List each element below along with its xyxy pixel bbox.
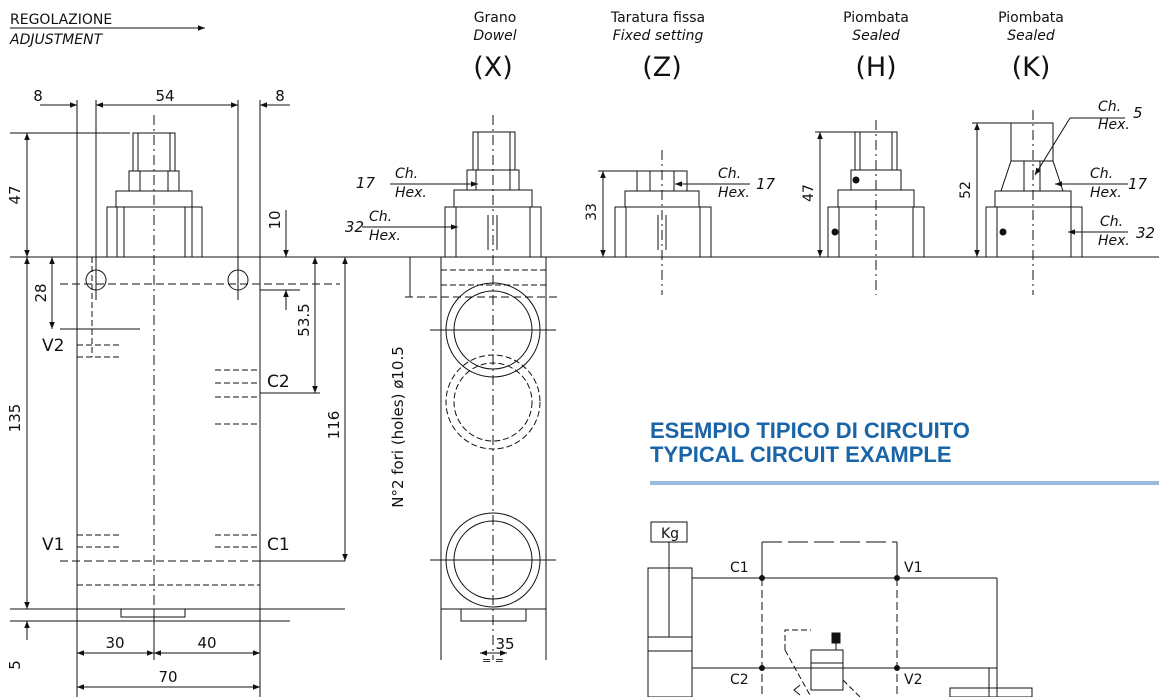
dim-53-5: 53.5: [295, 303, 313, 336]
front-body: [76, 256, 261, 610]
dim-side-left: 8: [33, 87, 43, 105]
variant-k-name-en: Sealed: [1007, 28, 1055, 44]
k-view-sealed: [972, 110, 1128, 295]
circuit-title-it: ESEMPIO TIPICO DI CIRCUITO: [650, 418, 970, 443]
circuit-title-en: TYPICAL CIRCUIT EXAMPLE: [650, 442, 952, 467]
h-view-sealed: [815, 120, 925, 295]
circuit-schematic: [647, 521, 1033, 697]
variant-h-name-it: Piombata: [843, 10, 909, 26]
z-hex-value: 17: [756, 175, 776, 193]
dim-30: 30: [105, 634, 124, 652]
dim-height-knob: 47: [6, 185, 24, 204]
variant-z-header: Taratura fissa Fixed setting (Z): [610, 10, 705, 83]
k-hex32-value: 32: [1136, 224, 1155, 242]
port-v1-label: V1: [42, 535, 64, 555]
side-hex17-ch: Ch.: [395, 166, 418, 182]
directional-valve: [949, 687, 1033, 697]
dim-40: 40: [197, 634, 216, 652]
z-hex-ch: Ch.: [718, 166, 741, 182]
dim-33: 33: [584, 203, 600, 221]
port-c1-label: C1: [267, 535, 290, 555]
side-view-dowel: [405, 115, 560, 660]
equal-marks: = =: [482, 654, 504, 667]
k-hex17-ch: Ch.: [1090, 166, 1113, 182]
circuit-c2: C2: [730, 672, 749, 688]
circuit-labels: Kg C1 V1 C2 V2: [661, 526, 922, 688]
variant-z-name-en: Fixed setting: [613, 28, 704, 44]
variant-x-code: (X): [473, 52, 513, 83]
circuit-title-rule: [650, 481, 1159, 485]
side-hex32-ch: Ch.: [369, 209, 392, 225]
side-hex32-value: 32: [345, 218, 364, 236]
dim-bottom: 5: [6, 660, 24, 670]
dim-28: 28: [32, 283, 50, 302]
dim-35: 35: [495, 635, 514, 653]
front-dimensions: [24, 102, 348, 690]
variant-k-name-it: Piombata: [998, 10, 1064, 26]
cylinder: [647, 567, 693, 697]
z-hex-hex: Hex.: [718, 185, 750, 201]
circuit-v1: V1: [904, 560, 922, 576]
front-dimension-labels: 8 54 8 47 28 135 5 10 53.5 116 30 40 70 …: [6, 87, 343, 686]
circuit-v2: V2: [904, 672, 922, 688]
port-v2-label: V2: [42, 336, 64, 356]
k-hex32-hex: Hex.: [1098, 233, 1130, 249]
variant-x-name-en: Dowel: [473, 28, 516, 44]
holes-note: N°2 fori (holes) ø10.5: [389, 346, 407, 508]
variant-z-code: (Z): [642, 52, 682, 83]
load-label: Kg: [661, 526, 679, 542]
dim-10: 10: [266, 210, 284, 229]
variant-headers: Grano Dowel (X) Taratura fissa Fixed set…: [473, 10, 1064, 83]
z-view-fixed-setting: [598, 150, 750, 295]
dim-side-right: 8: [275, 87, 285, 105]
k-view-labels: 52 Ch. Hex. 5 Ch. Hex. 17 Ch. Hex. 32: [958, 99, 1155, 249]
side-hex17-value: 17: [356, 174, 376, 192]
side-hex32-hex: Hex.: [369, 228, 401, 244]
variant-k-header: Piombata Sealed (K): [998, 10, 1064, 83]
side-view-annotations: 17 Ch. Hex. 32 Ch. Hex. N°2 fori (holes)…: [345, 166, 515, 667]
check-valve: [810, 649, 844, 691]
dim-116: 116: [325, 411, 343, 440]
adjustment-label-it: REGOLAZIONE: [10, 12, 112, 28]
k-hex5-ch: Ch.: [1098, 99, 1121, 115]
variant-h-code: (H): [855, 52, 896, 83]
k-hex17-value: 17: [1128, 175, 1148, 193]
dim-70: 70: [158, 668, 177, 686]
circuit-c1: C1: [730, 560, 749, 576]
variant-x-header: Grano Dowel (X): [473, 10, 517, 83]
port-c2-label: C2: [267, 372, 290, 392]
dim-47-h: 47: [801, 184, 817, 202]
dim-body-height: 135: [6, 404, 24, 433]
k-hex5-hex: Hex.: [1098, 117, 1130, 133]
front-view: [10, 100, 345, 697]
side-hex17-hex: Hex.: [395, 185, 427, 201]
k-hex32-ch: Ch.: [1100, 214, 1123, 230]
variant-h-name-en: Sealed: [852, 28, 900, 44]
dim-52: 52: [958, 181, 974, 199]
z-view-labels: 33 Ch. Hex. 17: [584, 166, 776, 221]
k-hex17-hex: Hex.: [1090, 185, 1122, 201]
variant-z-name-it: Taratura fissa: [610, 10, 705, 26]
variant-h-header: Piombata Sealed (H): [843, 10, 909, 83]
variant-x-name-it: Grano: [474, 10, 517, 26]
adjustment-label-en: ADJUSTMENT: [9, 32, 104, 48]
dim-width-top: 54: [155, 87, 174, 105]
k-hex5-value: 5: [1133, 104, 1143, 122]
circuit-example-title: ESEMPIO TIPICO DI CIRCUITO TYPICAL CIRCU…: [650, 418, 1159, 485]
adjustment-header: REGOLAZIONE ADJUSTMENT: [9, 12, 205, 48]
variant-k-code: (K): [1012, 52, 1051, 83]
